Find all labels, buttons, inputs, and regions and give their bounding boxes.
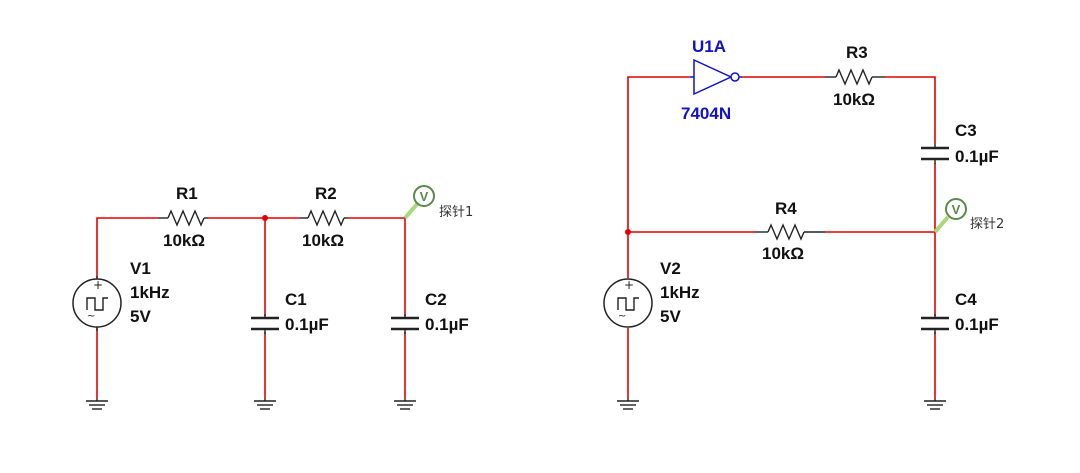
v2-amp: 5V bbox=[660, 307, 681, 326]
probe-2-symbol: V bbox=[952, 202, 961, 217]
v1-amp: 5V bbox=[130, 307, 151, 326]
c3-value: 0.1µF bbox=[955, 147, 999, 166]
c1-value: 0.1µF bbox=[285, 315, 329, 334]
square-wave-icon bbox=[86, 297, 108, 311]
v2-freq: 1kHz bbox=[660, 283, 700, 302]
svg-text:+: + bbox=[624, 278, 634, 292]
svg-text:+: + bbox=[93, 278, 103, 292]
junction-dot bbox=[625, 229, 631, 235]
wire[interactable] bbox=[96, 217, 158, 278]
probe-1-label: 探针1 bbox=[439, 205, 473, 220]
u1a-part: 7404N bbox=[681, 104, 731, 123]
left-wires bbox=[96, 215, 406, 398]
ground-icon bbox=[86, 398, 108, 410]
r2-value: 10kΩ bbox=[302, 231, 344, 250]
r4-name: R4 bbox=[775, 199, 797, 218]
v2-name: V2 bbox=[660, 259, 681, 278]
v1-name: V1 bbox=[130, 259, 151, 278]
c2-name: C2 bbox=[425, 290, 447, 309]
svg-text:~: ~ bbox=[87, 311, 95, 322]
r3-name: R3 bbox=[846, 43, 868, 62]
resistor-r2[interactable] bbox=[300, 209, 348, 227]
capacitor-c1[interactable] bbox=[251, 314, 279, 334]
probe-1-symbol: V bbox=[420, 189, 429, 204]
c1-name: C1 bbox=[285, 290, 307, 309]
ground-icon bbox=[394, 398, 416, 410]
c3-name: C3 bbox=[955, 121, 977, 140]
r3-value: 10kΩ bbox=[833, 90, 875, 109]
probe-1[interactable]: V bbox=[403, 185, 435, 220]
r2-name: R2 bbox=[315, 184, 337, 203]
r4-value: 10kΩ bbox=[762, 244, 804, 263]
wire[interactable] bbox=[627, 76, 690, 278]
resistor-r1[interactable] bbox=[158, 209, 208, 227]
ground-icon bbox=[617, 398, 639, 410]
right-wires bbox=[625, 76, 936, 398]
v1-freq: 1kHz bbox=[130, 283, 170, 302]
square-wave-icon bbox=[617, 297, 639, 311]
r1-value: 10kΩ bbox=[163, 231, 205, 250]
ground-icon bbox=[924, 398, 946, 410]
right-circuit: + ~ V2 1kHz 5V U1A 7404N R3 10kΩ bbox=[603, 37, 1004, 410]
resistor-r4[interactable] bbox=[755, 223, 825, 241]
resistor-r3[interactable] bbox=[825, 68, 885, 86]
inverter-u1a[interactable] bbox=[690, 58, 742, 96]
c2-value: 0.1µF bbox=[425, 315, 469, 334]
capacitor-c4[interactable] bbox=[921, 314, 949, 334]
ground-icon bbox=[254, 398, 276, 410]
left-circuit: + ~ V1 1kHz 5V R1 10kΩ R2 10kΩ C bbox=[72, 184, 473, 410]
u1a-name: U1A bbox=[692, 37, 726, 56]
svg-text:~: ~ bbox=[618, 311, 626, 322]
source-v2[interactable]: + ~ bbox=[603, 278, 653, 328]
r1-name: R1 bbox=[176, 184, 198, 203]
c4-name: C4 bbox=[955, 290, 977, 309]
junction-dot bbox=[262, 215, 268, 221]
probe-2[interactable]: V bbox=[933, 198, 967, 234]
capacitor-c3[interactable] bbox=[921, 143, 949, 164]
source-v1[interactable]: + ~ bbox=[72, 276, 122, 331]
capacitor-c2[interactable] bbox=[391, 314, 419, 334]
c4-value: 0.1µF bbox=[955, 315, 999, 334]
probe-2-label: 探针2 bbox=[970, 217, 1004, 232]
wire[interactable] bbox=[885, 76, 936, 143]
